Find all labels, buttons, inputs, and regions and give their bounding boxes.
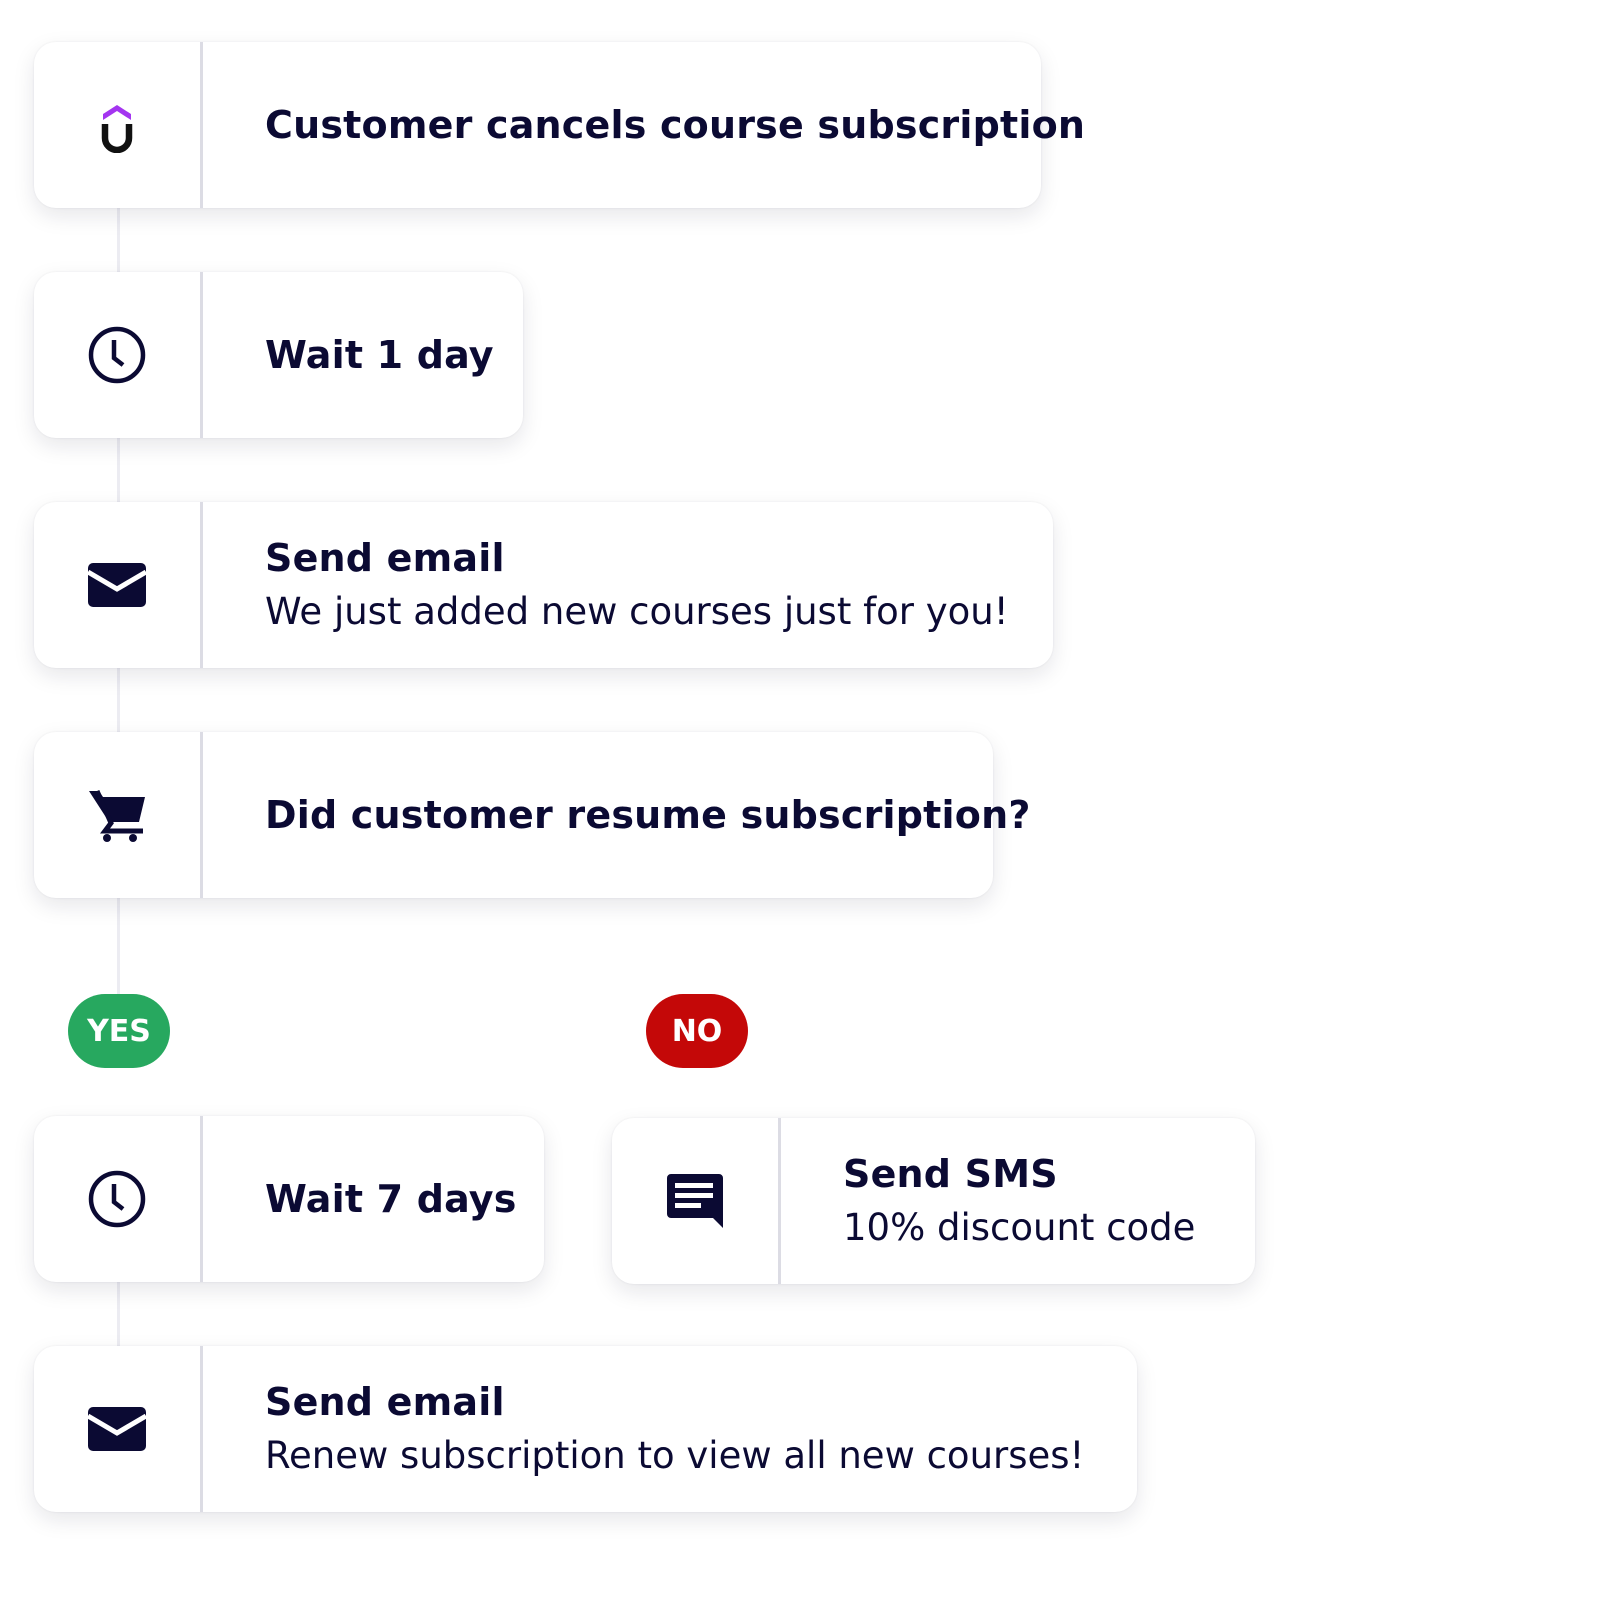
text-cell: Send email Renew subscription to view al… (203, 1346, 1137, 1512)
text-cell: Did customer resume subscription? (203, 732, 1071, 898)
flow-connector (117, 898, 120, 994)
step-condition[interactable]: Did customer resume subscription? (34, 732, 1030, 898)
text-cell: Send SMS 10% discount code (781, 1118, 1255, 1284)
step-send-email-yes[interactable]: Send email Renew subscription to view al… (34, 1346, 1137, 1512)
icon-cell (34, 1116, 203, 1282)
text-cell: Wait 7 days (203, 1116, 557, 1282)
clock-icon (88, 1170, 146, 1228)
step-send-email[interactable]: Send email We just added new courses jus… (34, 502, 1053, 668)
clock-icon (88, 326, 146, 384)
chat-icon (667, 1174, 723, 1228)
udemy-logo-icon (101, 105, 133, 153)
yes-badge[interactable]: YES (68, 994, 170, 1068)
step-title: Send email (265, 1380, 505, 1424)
step-subtitle: 10% discount code (843, 1206, 1196, 1249)
step-title: Send email (265, 536, 505, 580)
step-send-sms[interactable]: Send SMS 10% discount code (612, 1118, 1255, 1284)
icon-cell (34, 1346, 203, 1512)
envelope-icon (88, 1407, 146, 1451)
flow-connector (117, 668, 120, 732)
step-wait[interactable]: Wait 1 day (34, 272, 523, 438)
text-cell: Send email We just added new courses jus… (203, 502, 1053, 668)
step-title: Wait 7 days (265, 1177, 517, 1221)
step-subtitle: We just added new courses just for you! (265, 590, 1009, 633)
step-subtitle: Renew subscription to view all new cours… (265, 1434, 1085, 1477)
cart-icon (89, 789, 145, 842)
step-title: Customer cancels course subscription (265, 103, 1086, 147)
flow-connector (117, 1282, 120, 1346)
step-trigger[interactable]: Customer cancels course subscription (34, 42, 1085, 208)
step-title: Wait 1 day (265, 333, 494, 377)
icon-cell (612, 1118, 781, 1284)
no-badge[interactable]: NO (646, 994, 748, 1068)
step-title: Send SMS (843, 1152, 1058, 1196)
flow-connector (117, 438, 120, 502)
text-cell: Customer cancels course subscription (203, 42, 1125, 208)
icon-cell (34, 502, 203, 668)
icon-cell (34, 732, 203, 898)
icon-cell (34, 42, 203, 208)
step-title: Did customer resume subscription? (265, 793, 1031, 837)
envelope-icon (88, 563, 146, 607)
text-cell: Wait 1 day (203, 272, 534, 438)
step-wait-yes[interactable]: Wait 7 days (34, 1116, 544, 1282)
flow-connector (117, 208, 120, 272)
icon-cell (34, 272, 203, 438)
